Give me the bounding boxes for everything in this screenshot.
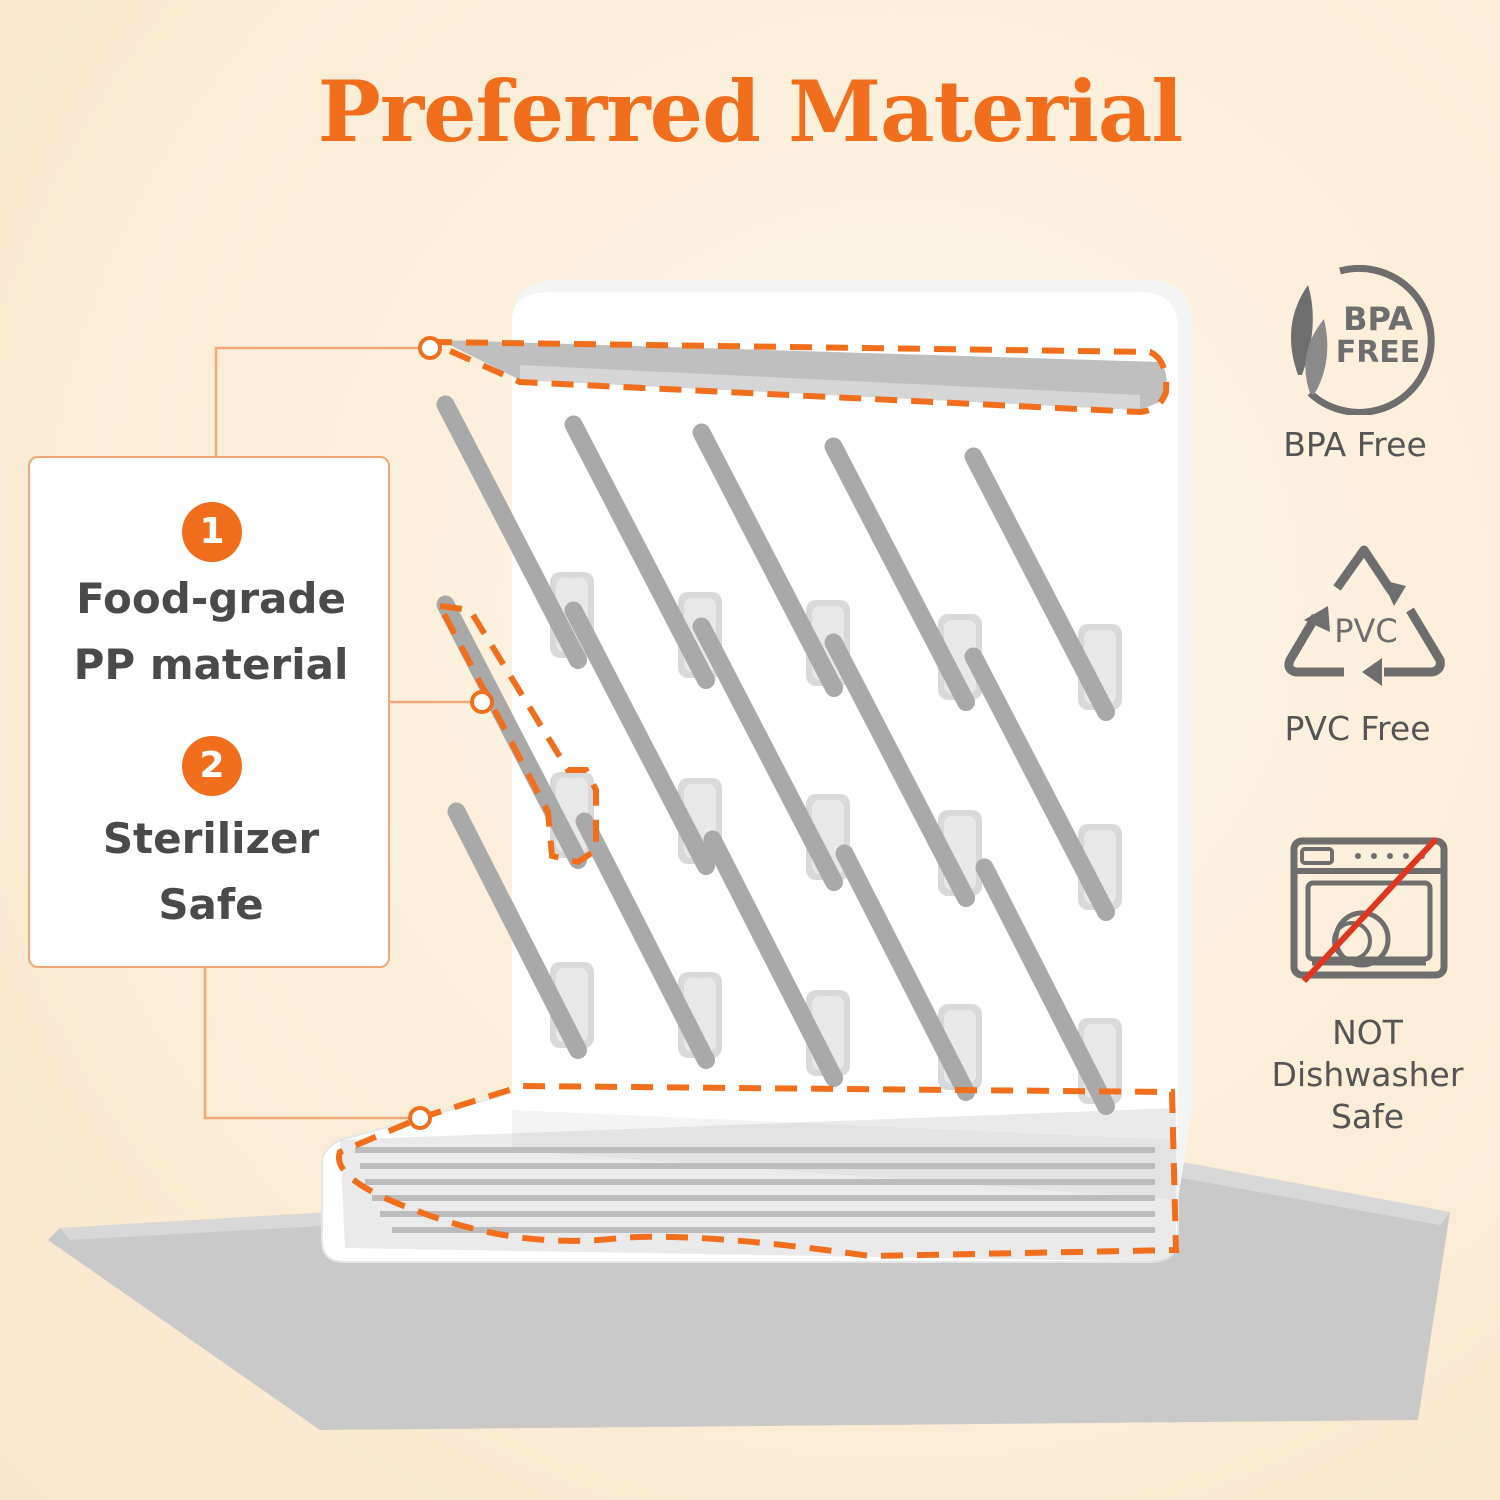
bpa-free-icon bbox=[1290, 265, 1435, 415]
feature-callout: 1 Food-grade PP material 2 Sterilizer Sa… bbox=[28, 456, 390, 968]
peg-1 bbox=[564, 415, 715, 689]
pvc-icon-text: PVC bbox=[1334, 612, 1398, 650]
dishwasher-label-line2: Dishwasher bbox=[1271, 1055, 1464, 1094]
peg-9 bbox=[964, 647, 1115, 921]
connector-dot-middle bbox=[470, 690, 494, 714]
peg-6 bbox=[564, 601, 715, 875]
peg-4 bbox=[964, 447, 1115, 721]
connector-dot-bottom bbox=[408, 1106, 432, 1130]
feature-2-line1: Sterilizer bbox=[102, 814, 320, 863]
highlight-peg bbox=[434, 602, 599, 866]
pvc-free-label: PVC Free bbox=[1284, 709, 1431, 748]
feature-1-line1: Food-grade bbox=[76, 574, 346, 623]
highlight-top-shelf bbox=[428, 339, 1170, 416]
dishwasher-label-line1: NOT bbox=[1332, 1013, 1403, 1052]
dishwasher-label-line3: Safe bbox=[1330, 1097, 1405, 1136]
bpa-free-label: BPA Free bbox=[1283, 425, 1427, 464]
connector-dot-top bbox=[418, 336, 442, 360]
peg-13 bbox=[835, 844, 975, 1101]
highlight-tray bbox=[336, 1082, 1180, 1260]
tray-ribs bbox=[355, 1147, 1155, 1233]
feature-1-line2: PP material bbox=[73, 640, 349, 689]
feature-2-line2: Safe bbox=[158, 880, 264, 929]
no-dishwasher-icon bbox=[1290, 836, 1448, 984]
page-title: Preferred Material bbox=[317, 62, 1184, 161]
peg-12 bbox=[703, 830, 843, 1087]
peg-14 bbox=[975, 858, 1115, 1115]
peg-0 bbox=[436, 395, 587, 669]
peg-5 bbox=[436, 595, 587, 869]
recycle-pvc-icon bbox=[1284, 545, 1445, 686]
peg-10 bbox=[447, 802, 587, 1059]
drying-pegs bbox=[436, 395, 1122, 1115]
peg-7 bbox=[692, 617, 843, 891]
bpa-icon-line2: FREE bbox=[1335, 335, 1421, 370]
feature-number-1: 1 bbox=[182, 502, 242, 562]
bpa-icon-line1: BPA bbox=[1343, 300, 1413, 338]
peg-3 bbox=[824, 437, 975, 711]
feature-number-2: 2 bbox=[182, 736, 242, 796]
peg-8 bbox=[824, 633, 975, 907]
peg-2 bbox=[692, 423, 843, 697]
peg-11 bbox=[575, 812, 715, 1069]
